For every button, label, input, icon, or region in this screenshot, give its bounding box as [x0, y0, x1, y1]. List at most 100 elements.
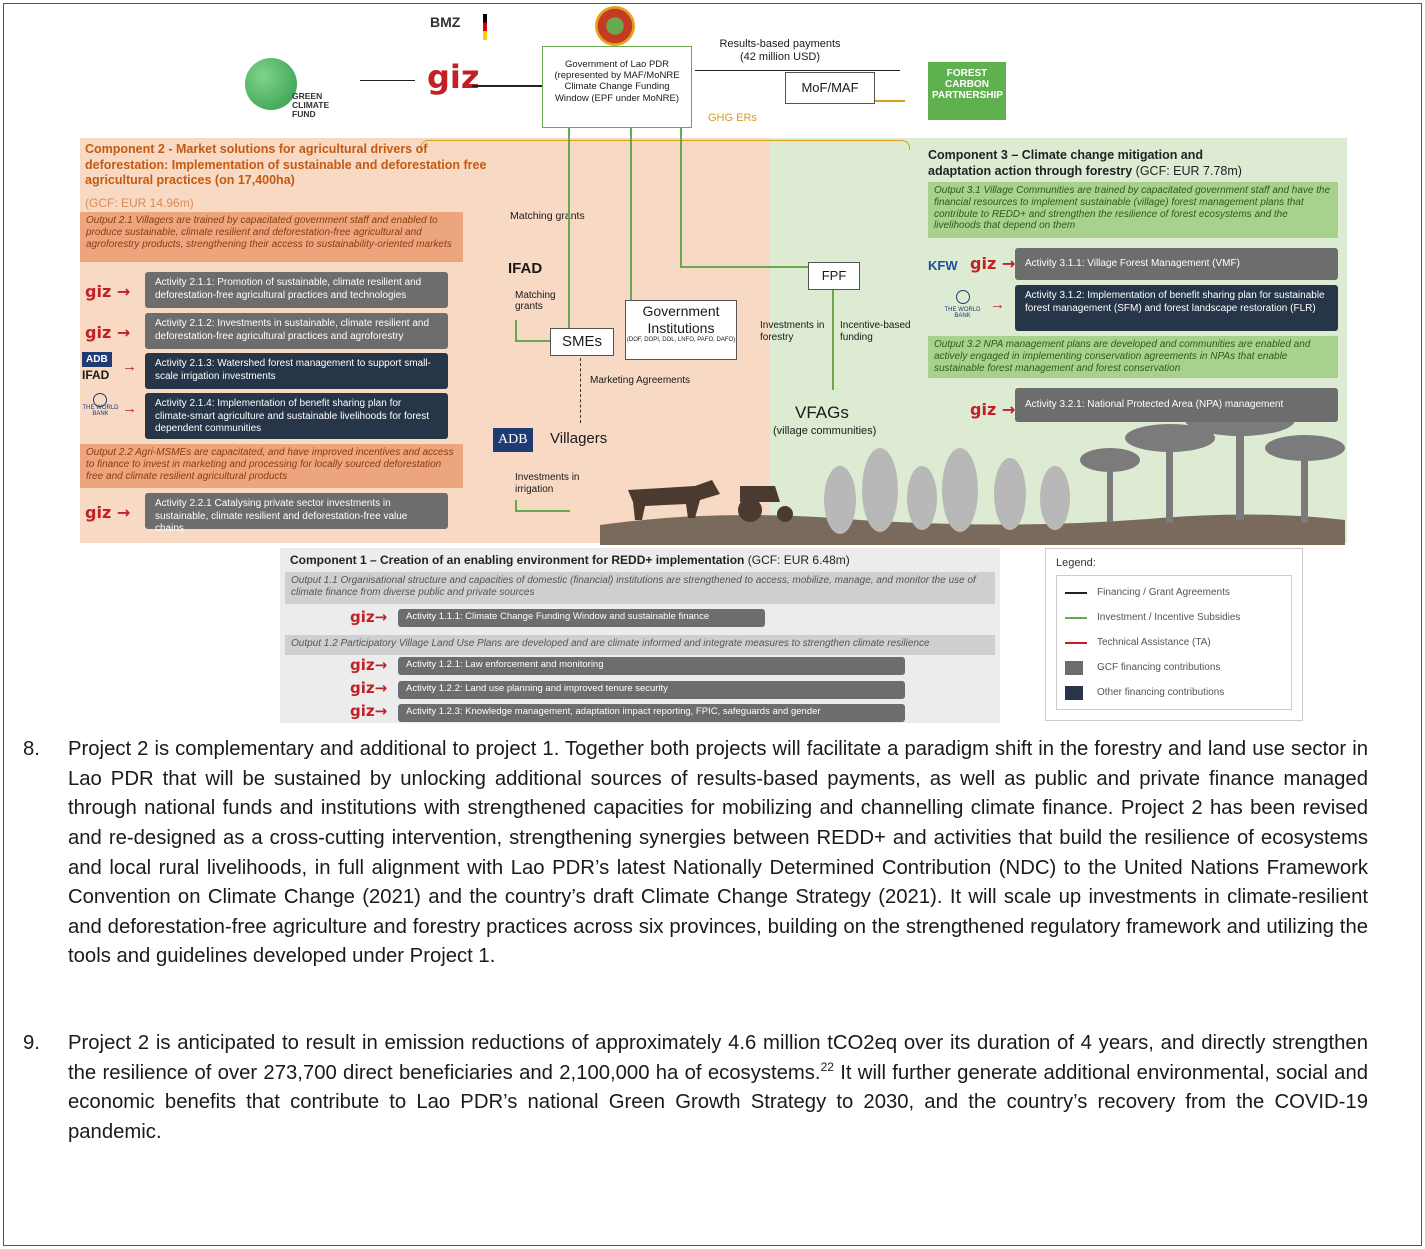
- activity-2-1-3: Activity 2.1.3: Watershed forest managem…: [145, 353, 448, 389]
- output-2-2: Output 2.2 Agri-MSMEs are capacitated, a…: [80, 444, 463, 488]
- gov-institutions-label: Government Institutions: [642, 303, 720, 336]
- activity-1-2-3: Activity 1.2.3: Knowledge management, ad…: [398, 704, 905, 722]
- activity-2-1-1: Activity 2.1.1: Promotion of sustainable…: [145, 272, 448, 308]
- component-3-gcf: (GCF: EUR 7.78m): [1135, 163, 1242, 178]
- activity-1-2-1: Activity 1.2.1: Law enforcement and moni…: [398, 657, 905, 675]
- arrow-gov-fpf: [680, 128, 810, 268]
- green-arrow-icon: [1065, 616, 1087, 619]
- matching-grants-label: Matching grants: [510, 210, 585, 222]
- legend: Legend: Financing / Grant Agreements Inv…: [1045, 548, 1303, 721]
- giz-logo: giz →: [85, 503, 131, 522]
- ghg-ers-label: GHG ERs: [708, 112, 757, 124]
- component-1-title-text: Component 1 – Creation of an enabling en…: [290, 553, 745, 567]
- smes-box: SMEs: [550, 328, 614, 356]
- activity-3-1-1: Activity 3.1.1: Village Forest Managemen…: [1015, 248, 1338, 280]
- project-diagram: BMZ giz GREEN CLIMATE FUND Government of…: [60, 0, 1365, 730]
- legend-title: Legend:: [1056, 557, 1096, 569]
- giz-logo: giz→: [350, 656, 388, 674]
- paragraph-9: Project 2 is anticipated to result in em…: [68, 1029, 1368, 1148]
- arrow-gov-inst: [630, 128, 632, 300]
- legend-gcf: GCF financing contributions: [1065, 655, 1283, 680]
- activity-1-1-1: Activity 1.1.1: Climate Change Funding W…: [398, 609, 765, 627]
- legend-label: GCF financing contributions: [1097, 662, 1221, 673]
- legend-label: Other financing contributions: [1097, 687, 1225, 698]
- legend-investment: Investment / Incentive Subsidies: [1065, 605, 1283, 630]
- paragraph-8-number: 8.: [23, 738, 40, 760]
- activity-2-1-4: Activity 2.1.4: Implementation of benefi…: [145, 393, 448, 439]
- component-2-title: Component 2 - Market solutions for agric…: [85, 142, 487, 188]
- arrow-results-payments: [695, 70, 900, 71]
- arrow-irrigation: [515, 500, 570, 512]
- component-1-title: Component 1 – Creation of an enabling en…: [290, 553, 995, 568]
- german-flag-icon: [483, 14, 487, 40]
- giz-logo: giz →: [85, 323, 131, 342]
- paragraph-9-text-cont: It will further generate additional envi…: [68, 1061, 1369, 1143]
- invest-forestry-label: Investments in forestry: [760, 320, 825, 343]
- output-2-1: Output 2.1 Villagers are trained by capa…: [80, 212, 463, 262]
- component-3-title-text: Component 3 – Climate change mitigation …: [928, 148, 1204, 178]
- activity-3-1-2: Activity 3.1.2: Implementation of benefi…: [1015, 285, 1338, 331]
- marketing-agreements-arrow: [580, 358, 581, 423]
- page-frame: [3, 3, 1422, 1246]
- activity-2-1-2: Activity 2.1.2: Investments in sustainab…: [145, 313, 448, 349]
- globe-icon: [93, 393, 107, 407]
- footnote-22[interactable]: 22: [820, 1059, 834, 1074]
- giz-logo: giz →: [970, 254, 1016, 273]
- bmz-label: BMZ: [430, 14, 461, 30]
- legend-ta: Technical Assistance (TA): [1065, 630, 1283, 655]
- arrow-ghg: [875, 100, 905, 102]
- ifad-logo: IFAD: [82, 368, 110, 382]
- component-2-gcf: (GCF: EUR 14.96m): [85, 196, 194, 210]
- output-1-1: Output 1.1 Organisational structure and …: [285, 572, 995, 604]
- globe-icon: [956, 290, 970, 304]
- kfw-logo: KFW: [928, 258, 958, 273]
- mof-maf-box: MoF/MAF: [785, 72, 875, 104]
- vfags-sub-label: (village communities): [773, 425, 877, 437]
- arrow-gov-down: [568, 128, 570, 328]
- fcp-logo: FOREST CARBON PARTNERSHIP: [928, 62, 1006, 120]
- giz-logo: giz→: [350, 608, 388, 626]
- giz-logo: giz: [427, 58, 480, 96]
- component-1-gcf: (GCF: EUR 6.48m): [747, 553, 850, 567]
- output-3-2: Output 3.2 NPA management plans are deve…: [928, 336, 1338, 378]
- giz-logo: giz →: [970, 400, 1016, 419]
- gov-institutions-box: Government Institutions (DOF, DOPI, DOL,…: [625, 300, 737, 360]
- legend-financing: Financing / Grant Agreements: [1065, 580, 1283, 605]
- arrow-red: →: [990, 296, 1005, 313]
- arrow-green-to-smes: [515, 320, 550, 342]
- paragraph-9-text: Project 2 is anticipated to result in em…: [68, 1032, 1368, 1084]
- incentive-funding-label: Incentive-based funding: [840, 320, 911, 343]
- legend-label: Investment / Incentive Subsidies: [1097, 612, 1241, 623]
- fpf-box: FPF: [808, 262, 860, 290]
- villagers-label: Villagers: [550, 430, 608, 447]
- ifad-logo: IFAD: [508, 260, 543, 277]
- arrow-red: →: [122, 358, 137, 375]
- gov-institutions-sub: (DOF, DOPI, DOL, LNFO, PAFO, DAFO): [626, 336, 736, 343]
- legend-label: Technical Assistance (TA): [1097, 637, 1211, 648]
- activity-2-2-1: Activity 2.2.1 Catalysing private sector…: [145, 493, 448, 534]
- activity-1-2-2: Activity 1.2.2: Land use planning and im…: [398, 681, 905, 699]
- gcf-globe-icon: [245, 58, 297, 110]
- irrigation-label: Investments in irrigation: [515, 472, 580, 495]
- world-bank-logo: THE WORLD BANK: [944, 307, 981, 319]
- results-payments-label: Results-based payments (42 million USD): [719, 38, 841, 63]
- red-arrow-icon: [1065, 641, 1087, 644]
- arrow-fpf-vfags: [832, 290, 834, 390]
- adb-logo: ADB: [82, 352, 112, 367]
- components-bracket: [420, 140, 910, 150]
- cattle-and-tractor: [628, 480, 793, 522]
- world-bank-logo: THE WORLD BANK: [82, 405, 119, 417]
- output-1-2: Output 1.2 Participatory Village Land Us…: [285, 635, 995, 655]
- component-3-title: Component 3 – Climate change mitigation …: [928, 148, 1258, 179]
- paragraph-9-number: 9.: [23, 1032, 40, 1054]
- government-box: Government of Lao PDR (represented by MA…: [542, 46, 692, 128]
- grey-swatch-icon: [1065, 660, 1083, 675]
- legend-label: Financing / Grant Agreements: [1097, 587, 1230, 598]
- giz-logo: giz →: [85, 282, 131, 301]
- arrow-giz-to-gov: [472, 85, 547, 87]
- black-arrow-icon: [1065, 591, 1087, 594]
- vfags-label: VFAGs: [795, 403, 849, 422]
- output-3-1: Output 3.1 Village Communities are train…: [928, 182, 1338, 238]
- arrow-red: →: [122, 400, 137, 417]
- paragraph-8: Project 2 is complementary and additiona…: [68, 738, 1368, 968]
